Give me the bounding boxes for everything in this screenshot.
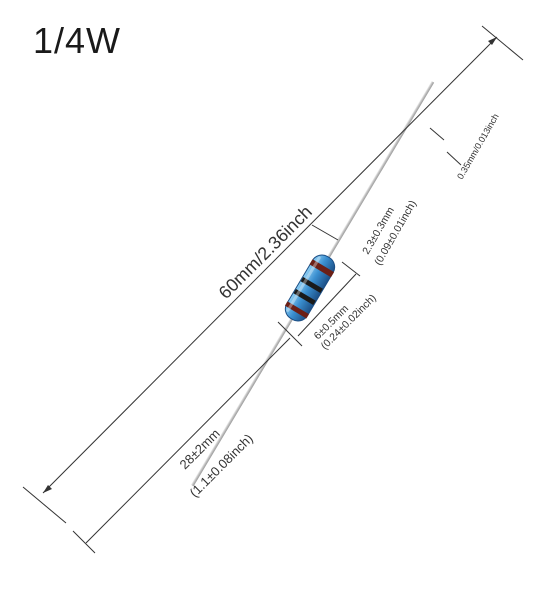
lead-diameter-dimension <box>429 127 462 166</box>
lead-diameter-label: 0.35mm/0.013inch <box>455 112 501 181</box>
color-band-3 <box>300 276 323 294</box>
color-band-4 <box>309 259 335 278</box>
resistor-body <box>284 254 336 322</box>
color-band-1 <box>284 301 309 319</box>
resistor <box>190 81 435 487</box>
page-title: 1/4W <box>33 20 122 61</box>
body-diameter-dimension <box>311 224 361 277</box>
lead-length-dimension <box>72 321 303 554</box>
total-length-dimension <box>22 25 524 524</box>
color-band-2 <box>293 288 316 306</box>
body-length-dimension <box>297 273 357 337</box>
